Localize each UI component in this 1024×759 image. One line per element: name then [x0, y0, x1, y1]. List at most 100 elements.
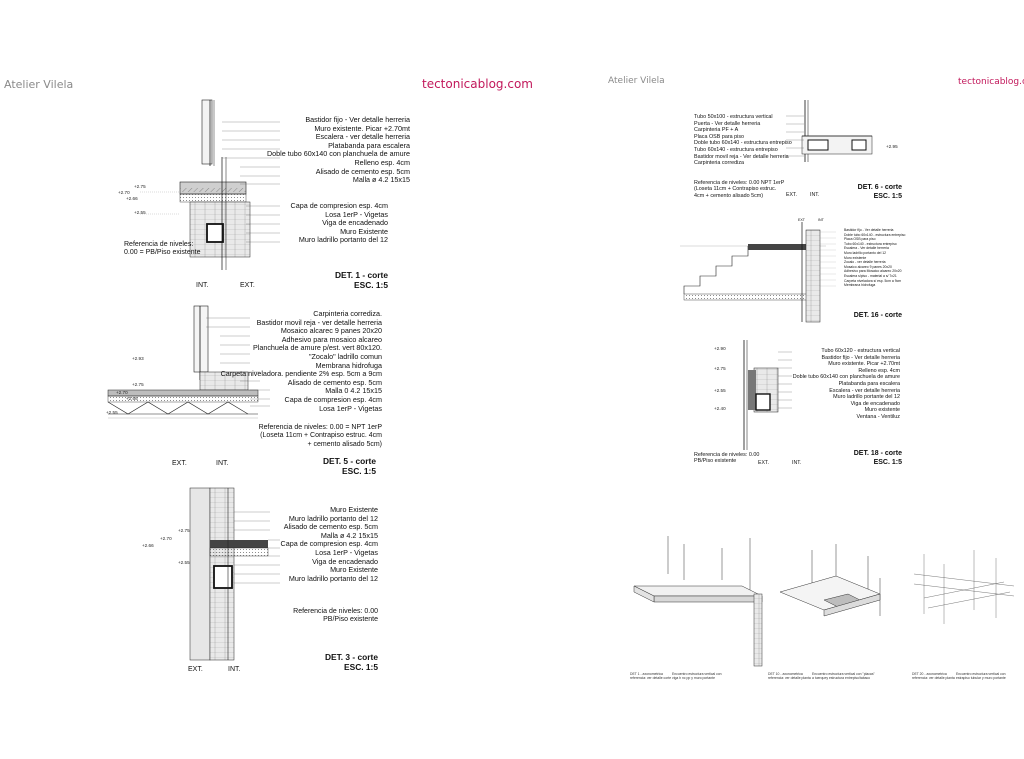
label: Doble tubo 60x140 - estructura entrepiso: [844, 232, 906, 237]
int-label: INT.: [810, 192, 820, 198]
label: Mosaico alcarec 9 panes 20x20: [280, 326, 382, 336]
detail-1-reference: Referencia de niveles: 0.00 = PB/Piso ex…: [124, 241, 200, 258]
detail-scale: ESC. 1:5: [873, 192, 902, 200]
level-marker: +2.75: [714, 366, 726, 371]
label: Doble tubo 60x140 con planchuela de amur…: [266, 149, 410, 159]
detail-16-drawing: [680, 222, 836, 323]
detail-1: Bastidor fijo - Ver detalle herreria Mur…: [110, 99, 410, 300]
detail-3-title: DET. 3 - corte ESC. 1:5: [325, 652, 378, 672]
axo-sub: referencia: ver detalle planta: [912, 676, 955, 681]
label: Losa 1erP - Vigetas: [325, 209, 388, 219]
label: Capa de compresion esp. 4cm: [284, 394, 382, 404]
axo-1-caption: DET 1 - axonometrica referencia: ver det…: [630, 672, 671, 681]
detail-16: EXT INT Bastidor fijo - Ver detalle herr…: [676, 216, 906, 324]
reference-line: + cemento alisado 5cm): [307, 440, 382, 448]
label: Tubo 60x140 - estructura entrepiso: [844, 241, 897, 246]
detail-3: Muro Existente Muro ladrillo portanto de…: [110, 487, 410, 684]
detail-5-drawing: [107, 305, 270, 419]
level-marker: +2.90: [714, 346, 726, 351]
ext-label: EXT.: [758, 460, 769, 466]
ext-label: EXT.: [786, 192, 797, 198]
level-marker: +2.75: [178, 528, 190, 533]
label: Muro ladrillo portanto del 12: [844, 250, 887, 255]
ext-label: EXT: [798, 218, 805, 222]
label: Capa de compresion esp. 4cm: [290, 201, 388, 210]
axo-sub: referencia: ver detalle planta: [768, 676, 811, 681]
axo-desc-line: Encuentro estructura vertical con "placa…: [812, 672, 875, 676]
axo-sub: referencia: ver detalle corte: [630, 676, 672, 681]
label: Malla ø 4.2 15x15: [320, 530, 378, 540]
left-page: Atelier Vilela tectonicablog.com: [4, 77, 533, 684]
author-name: Atelier Vilela: [608, 76, 665, 86]
label: Muro existente: [864, 407, 900, 414]
label: Mosaico alcareo 9 panes 20x20: [844, 264, 892, 269]
level-marker: +2.55: [106, 410, 118, 415]
label: Muro ladrillo portanto del 12: [298, 235, 388, 245]
detail-scale: ESC. 1:5: [873, 458, 902, 466]
label: Malla 0 4.2 15x15: [325, 386, 382, 396]
label: Bastidor movil reja - Ver detalle herrer…: [694, 153, 789, 160]
int-label: INT.: [228, 666, 241, 673]
label: Bastidor fijo - Ver detalle herreria: [821, 354, 900, 361]
label: Bastidor fijo - Ver detalle herreria: [844, 228, 894, 232]
level-marker: +2.55: [134, 210, 146, 215]
level-marker: +2.70: [118, 190, 130, 195]
detail-title: DET. 1 - corte: [334, 270, 388, 280]
label: Ventana - Ventiluz: [856, 413, 900, 420]
detail-3-drawing: [189, 487, 280, 661]
reference-line: (Loseta 11cm + Contrapiso estruc.: [694, 186, 777, 193]
detail-title: DET. 5 - corte: [322, 456, 376, 466]
label: Carpinteria corrediza: [694, 160, 745, 167]
axo-desc-line: viga h nc pp y muro portante: [672, 676, 715, 681]
level-marker: +2.75: [132, 382, 144, 387]
level-marker: +2.55: [178, 560, 190, 565]
reference-line: 0.00 = PB/Piso existente: [124, 249, 201, 257]
brand-name: tectonicablog.com: [422, 77, 533, 91]
label: "Zocalo" ladrillo comun: [308, 351, 382, 361]
author-name: Atelier Vilela: [4, 78, 74, 91]
level-marker: +2.66: [142, 543, 154, 548]
label: Planchuela de amure p/est. vert 80x120.: [252, 343, 382, 353]
label: Doble tubo 60x140 con planchuela de amur…: [792, 374, 900, 381]
label: Relleno esp. 4cm: [354, 157, 410, 167]
label: Muro Existente: [330, 565, 378, 575]
axo-1-description: Encuentro estructura vertical con viga h…: [672, 672, 722, 681]
label: Puerta - Ver detalle herreria: [694, 120, 761, 127]
label: Carpinteria corrediza.: [313, 309, 382, 318]
int-label: INT.: [792, 460, 802, 466]
axo-desc-line: a tuerquey estructura entrepiso/tabaco: [812, 676, 871, 681]
right-page: Atelier Vilela tectonicablog.com Tubo 50…: [512, 0, 1024, 759]
axonometric-drawings: [633, 536, 1015, 667]
level-marker: +2.93: [132, 356, 144, 361]
label: Zocalo - ver detalle herreria: [844, 260, 886, 265]
label: Escalera - Ver detalle herreria: [844, 246, 889, 251]
label: Muro ladrillo portanto del 12: [288, 573, 378, 583]
detail-16-title: DET. 16 - corte: [853, 312, 902, 319]
label: Muro existente. Picar +2.70mt: [828, 361, 900, 368]
reference-line: PB/Piso existente: [694, 458, 737, 465]
detail-3-labels: Muro Existente Muro ladrillo portanto de…: [281, 505, 378, 583]
label: Malla ø 4.2 15x15: [352, 175, 410, 185]
label: Alisado de cemento esp. 5cm: [315, 166, 410, 176]
detail-18-title: DET. 18 - corte ESC. 1:5: [854, 450, 902, 467]
label: Adhesivo para mosaico alcareo: [281, 334, 382, 344]
detail-1-labels-a: Bastidor fijo - Ver detalle herreria Mur…: [266, 115, 410, 185]
axo-desc-line: Encuentro estructura vertical con: [672, 672, 722, 676]
level-marker: +2.66: [126, 396, 138, 401]
label: Bastidor movil reja - ver detalle herrer…: [256, 317, 382, 327]
detail-6-title: DET. 6 - corte ESC. 1:5: [858, 184, 902, 201]
detail-1-labels-b: Capa de compresion esp. 4cm Losa 1erP - …: [290, 201, 388, 245]
axo-3-drawing: [913, 550, 1015, 624]
detail-scale: ESC. 1:5: [342, 466, 376, 476]
label: Tubo 60x120 - estructura vertical: [821, 348, 900, 354]
reference-line: Referencia de niveles: 0.00: [293, 608, 378, 615]
label: Muro Existente: [330, 505, 378, 514]
detail-3-reference: Referencia de niveles: 0.00 PB/Piso exis…: [293, 608, 378, 625]
detail-6-labels: Tubo 50x100 - estructura vertical Puerta…: [694, 114, 792, 167]
level-marker: +2.95: [886, 144, 898, 149]
label: Doble tubo 60x140 - estructura entrepiso: [694, 140, 792, 147]
label: Losa 1erP - Vigetas: [315, 547, 378, 557]
axo-code: DET 20 - axonometrica: [912, 672, 947, 676]
detail-scale: ESC. 1:5: [344, 662, 378, 672]
reference-line: Referencia de niveles: 0.00 = NPT 1erP: [258, 424, 382, 431]
